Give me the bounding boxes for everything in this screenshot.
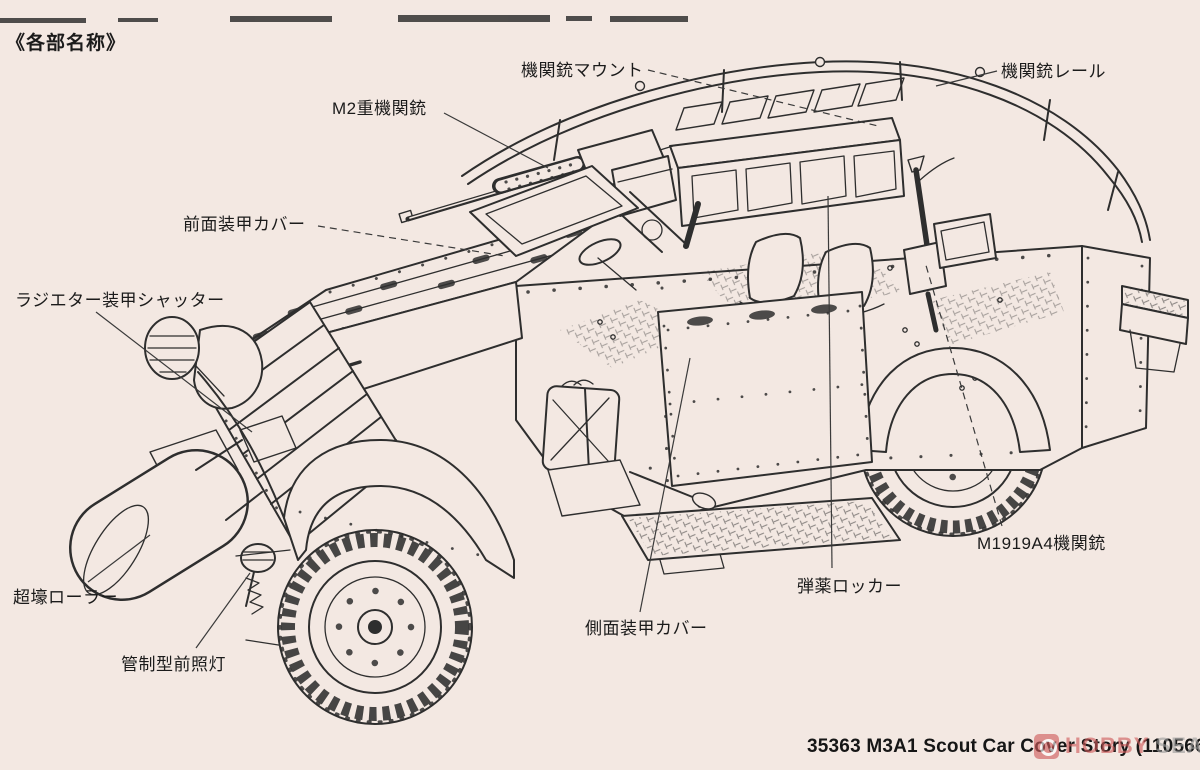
- leader-side-armor-cover: [639, 357, 691, 613]
- ammo-locker-rack: [669, 77, 905, 227]
- leader-radiator-shutter: [95, 311, 253, 433]
- front-wheel: [277, 529, 473, 725]
- leader-m2-gun: [443, 112, 549, 169]
- watermark-hobby-text: HOBBY: [1065, 733, 1150, 758]
- trench-roller: [69, 415, 297, 601]
- leader-ammo-locker: [827, 195, 833, 569]
- leader-front-armor-cover: [317, 225, 506, 257]
- section-title: 《各部名称》: [6, 33, 127, 54]
- label-radiator-shutter: ラジエター装甲シャッター: [15, 291, 225, 310]
- scan-crop-marks: [0, 15, 688, 23]
- label-mg-mount: 機関銃マウント: [521, 61, 644, 80]
- label-m2-gun: M2重機関銃: [332, 99, 427, 118]
- leader-mg-rail: [935, 70, 998, 87]
- m1919a4-machine-gun: [903, 155, 997, 333]
- label-mg-rail: 機関銃レール: [1001, 62, 1106, 81]
- label-front-armor-cover: 前面装甲カバー: [183, 215, 306, 234]
- watermark-search-text: SEARCH: [1155, 733, 1200, 758]
- label-ammo-locker: 弾薬ロッカー: [797, 577, 902, 596]
- side-armor-cover: [657, 291, 873, 487]
- hobby-search-watermark: HOBBY SEARCH: [1034, 733, 1200, 759]
- leader-mg-mount: [647, 69, 879, 127]
- label-side-armor-cover: 側面装甲カバー: [585, 619, 708, 638]
- leader-trench-roller: [87, 534, 151, 583]
- folded-windshield-plate: [469, 165, 639, 257]
- hobby-search-logo-icon: [1034, 733, 1059, 759]
- leader-lines: [87, 69, 1003, 649]
- kit-caption: 35363 M3A1 Scout Car Cover Story (110566…: [807, 736, 1200, 757]
- leader-blackout-headlight: [195, 572, 251, 649]
- rear-plate: [1081, 245, 1151, 449]
- jerry-can: [541, 379, 717, 517]
- running-board-step: [621, 497, 901, 575]
- label-m1919a4: M1919A4機関銃: [977, 534, 1106, 553]
- machine-gun-skate-rail: [461, 56, 1151, 243]
- label-blackout-headlight: 管制型前照灯: [121, 655, 226, 674]
- leader-m1919a4: [924, 261, 1003, 527]
- label-trench-roller: 超壕ローラー: [13, 588, 118, 607]
- front-fender: [197, 371, 515, 579]
- rear-step: [1119, 285, 1189, 373]
- rear-fender: [857, 347, 1051, 453]
